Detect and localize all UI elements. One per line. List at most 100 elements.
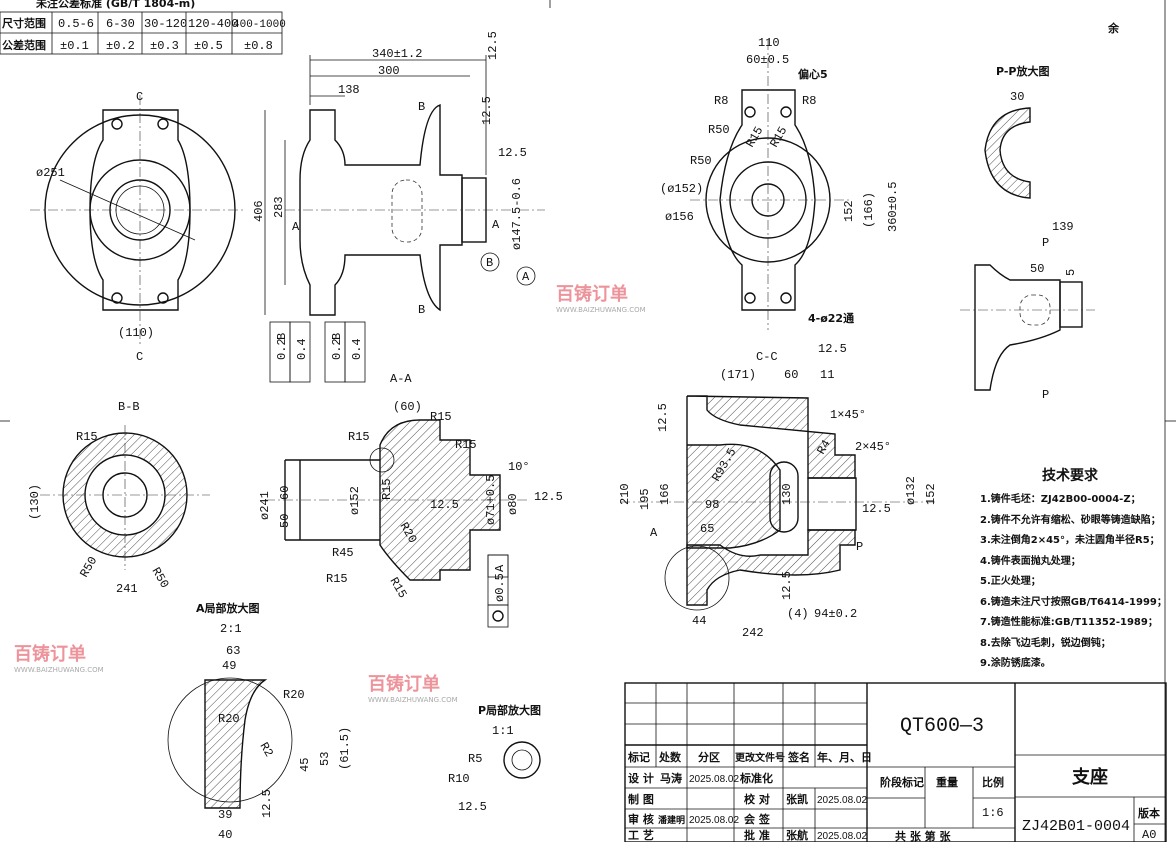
dimension-label: 50 [278, 514, 292, 528]
dimension-label: (ø152) [660, 182, 703, 196]
tech-requirements: 技术要求 1.铸件毛坯：ZJ42B00-0004-Z； 2.铸件不允许有缩松、砂… [980, 467, 1167, 669]
dimension-label: 166 [658, 483, 672, 505]
dimension-label: R15 [387, 575, 410, 601]
dimension-label: A [522, 270, 530, 284]
dimension-label: 8.去除飞边毛刺，锐边倒钝； [980, 636, 1111, 649]
dimension-label: 98 [705, 498, 719, 512]
dimension-label: 10° [508, 460, 530, 474]
dimension-label: 制 图 [628, 792, 654, 806]
dimension-label: 12.5 [260, 789, 274, 818]
dimension-label: 工 艺 [628, 828, 654, 842]
dimension-label: 12.5 [780, 571, 794, 600]
dimension-label: 1:6 [982, 806, 1004, 820]
dimension-label: B [330, 333, 344, 340]
dimension-label: P-P放大图 [996, 64, 1050, 78]
dimension-label: 44 [692, 614, 706, 628]
dimension-label: A0 [1142, 828, 1156, 842]
dimension-label: R50 [708, 123, 730, 137]
dimension-label: P [1042, 388, 1049, 402]
dimension-label: 会 签 [744, 812, 771, 826]
dimension-label: ø132 [904, 476, 918, 505]
dimension-label: 4.铸件表面抛丸处理； [980, 554, 1081, 567]
dimension-label: (60) [393, 400, 422, 414]
dimension-label: 12.5 [656, 403, 670, 432]
dimension-label: 360±0.5 [886, 182, 900, 232]
dimension-label: 45 [298, 758, 312, 772]
dimension-label: R20 [218, 712, 240, 726]
dimension-label: 152 [842, 200, 856, 222]
dimension-label: R15 [430, 410, 452, 424]
dimension-label: 2025.08.02 [817, 795, 867, 806]
dimension-label: (4) [787, 607, 809, 621]
dimension-label: 195 [638, 488, 652, 510]
dimension-label: 版本 [1138, 806, 1160, 820]
dimension-label: 年、月、日 [817, 750, 872, 764]
dimension-label: 处数 [658, 750, 682, 764]
dimension-label: 39 [218, 808, 232, 822]
dimension-label: A [292, 220, 300, 234]
dimension-label: 2×45° [855, 440, 891, 454]
dimension-label: ø0.5 [493, 573, 507, 602]
dimension-label: 阶段标记 [880, 775, 924, 789]
dimension-label: 406 [252, 200, 266, 222]
pp-view: P-P放大图 30 [984, 64, 1050, 199]
dimension-label: 120-400 [188, 17, 238, 31]
dimension-label: C-C [756, 350, 778, 364]
dimension-label: C [136, 350, 143, 364]
dimension-label: 30 [1010, 90, 1024, 104]
dimension-label: R50 [690, 154, 712, 168]
dimension-label: C [136, 90, 143, 104]
dimension-label: B [418, 100, 425, 114]
dimension-label: 马涛 [660, 771, 682, 785]
dimension-label: 1.铸件毛坯：ZJ42B00-0004-Z； [980, 492, 1141, 505]
dimension-label: A [492, 218, 500, 232]
dimension-label: A [650, 526, 658, 540]
dimension-label: 批 准 [744, 828, 770, 842]
dimension-label: 0.2 [275, 338, 289, 360]
dimension-label: 6.铸造未注尺寸按照GB/T6414-1999； [980, 595, 1167, 608]
dimension-label: 张凯 [786, 792, 808, 806]
dimension-label: (166) [862, 192, 876, 228]
dimension-label: 12.5 [818, 342, 847, 356]
dimension-label: ±0.3 [150, 39, 179, 53]
dimension-label: 2.铸件不允许有缩松、砂眼等铸造缺陷； [980, 513, 1161, 526]
dimension-label: 283 [272, 196, 286, 218]
dimension-label: ø156 [665, 210, 694, 224]
dimension-label: 130 [780, 483, 794, 505]
dimension-label: 0.4 [350, 338, 364, 360]
dimension-label: 9.涂防锈底漆。 [980, 656, 1051, 669]
dimension-label: R45 [332, 546, 354, 560]
dimension-label: ±0.2 [106, 39, 135, 53]
dimension-label: A [493, 564, 507, 572]
corner-note: 余 [1107, 21, 1120, 35]
dimension-label: ±0.1 [60, 39, 89, 53]
dimension-label: 50 [1030, 262, 1044, 276]
dimension-label: (171) [720, 368, 756, 382]
dimension-label: 1×45° [830, 408, 866, 422]
dimension-label: 242 [742, 626, 764, 640]
dimension-label: ±0.5 [194, 39, 223, 53]
dimension-label: 2025.08.02 [689, 774, 739, 785]
dimension-label: 标记 [627, 750, 650, 764]
dimension-label: 65 [700, 522, 714, 536]
dimension-label: R2 [257, 740, 276, 759]
dimension-label: 210 [618, 483, 632, 505]
dimension-label: 94±0.2 [814, 607, 857, 621]
part-name: 支座 [1071, 766, 1108, 788]
approval-date: 2025.08.02 [817, 831, 867, 842]
dimension-label: 12.5 [486, 31, 500, 60]
dimension-label: P局部放大图 [478, 703, 541, 717]
dimension-label: R20 [283, 688, 305, 702]
dimension-label: ø147.5-0.6 [510, 178, 524, 250]
dimension-label: 1:1 [492, 724, 514, 738]
dimension-label: P [856, 540, 863, 554]
dimension-label: 审 核 [628, 812, 654, 826]
cc-view: C-C (171)60 11 12.5 1×45°2×45° R4 R93.5 … [618, 350, 938, 640]
dimension-label: P [1042, 236, 1049, 250]
dimension-label: 更改文件号 [735, 751, 785, 764]
dimension-label: ø152 [348, 486, 362, 515]
